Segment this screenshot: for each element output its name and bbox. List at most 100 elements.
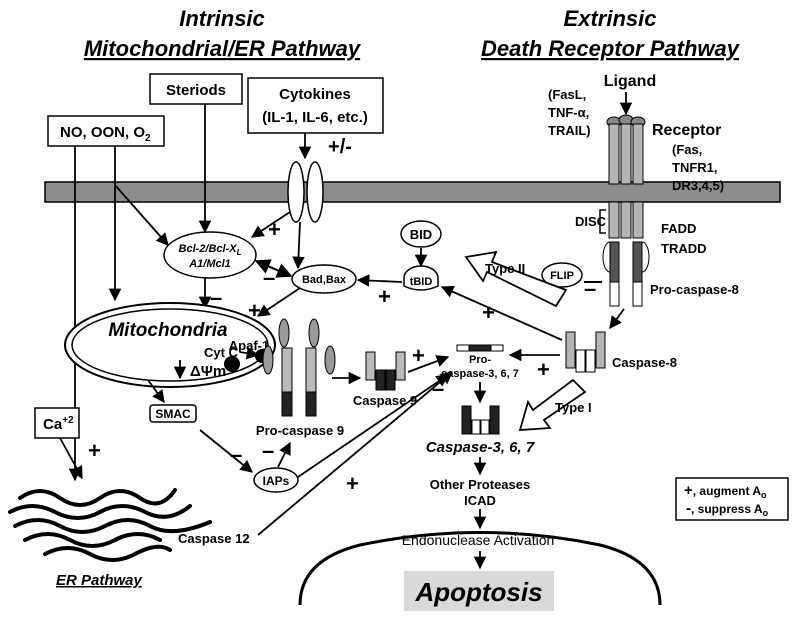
er-squiggle-4 [23, 532, 162, 548]
extrinsic-title-line1: Extrinsic [564, 6, 657, 31]
extrinsic-title-line2: Death Receptor Pathway [481, 36, 741, 61]
er-squiggle-1 [18, 488, 177, 507]
legend-suppress: -, suppress Ao [686, 500, 769, 518]
caspase9-label: Caspase 9 [353, 393, 417, 408]
intrinsic-title-line1: Intrinsic [179, 6, 265, 31]
type1-hollow-arrow [518, 378, 587, 431]
pro-caspase9-bar-4 [305, 391, 317, 417]
receptor-chain-1 [608, 123, 620, 185]
tbid-to-badbax-arrow [356, 274, 403, 287]
calcium-label: Ca+2 [43, 415, 74, 433]
icad-label: ICAD [464, 493, 496, 508]
casp367-bar-1 [461, 405, 472, 435]
flip-label: FLIP [550, 270, 574, 282]
cytokine-to-badbax-line [292, 221, 305, 270]
cytokines-label-line2: (IL-1, IL-6, etc.) [262, 109, 368, 126]
caspase8-bar-2 [575, 349, 586, 373]
receptor-cyto-3 [632, 201, 644, 239]
procasp8-bar-1 [609, 241, 620, 283]
iaps-to-procasp367-arrow [297, 374, 450, 478]
steroids-box [149, 73, 243, 105]
receptor-example-2: TNFR1, [672, 160, 718, 175]
cytokine-receptor-left [287, 161, 305, 223]
procasp8-bar-4 [632, 281, 643, 307]
bcl2-label-line1: Bcl-2/Bcl-XL [179, 243, 242, 257]
casp8-procasp367-plus: + [537, 357, 550, 382]
smac-to-iaps-arrow [199, 429, 253, 473]
no-oon-o2-label: NO, OON, O2 [60, 124, 151, 144]
cytokine-receptor-right [306, 161, 324, 223]
no-to-bcl2-line [114, 184, 169, 246]
procasp8-bar-2 [632, 241, 643, 283]
er-squiggle-2 [8, 504, 192, 520]
caspase8-bar-4 [595, 331, 606, 369]
caspase9-bar-3 [385, 369, 396, 391]
caspase8-label: Caspase-8 [612, 355, 677, 370]
receptor-label: Receptor [652, 122, 721, 139]
tbid-badbax-plus: + [378, 284, 391, 309]
iaps-to-procasp9-arrow [277, 441, 291, 468]
tbid-node [403, 265, 439, 291]
casp8-to-tbid-arrow [440, 285, 563, 341]
apaf1-oval-4 [324, 345, 336, 375]
receptor-cyto-1 [608, 201, 620, 239]
bcl2-mito-minus: – [210, 285, 222, 310]
calcium-to-er-arrow [59, 437, 83, 480]
apoptosis-box [404, 571, 554, 611]
intrinsic-title-line2: Mitochondrial/ER Pathway [84, 36, 362, 61]
procasp8-bar-3 [609, 281, 620, 307]
pro-caspase8-label: Pro-caspase-8 [650, 282, 739, 297]
casp367-bar-4 [489, 405, 500, 435]
casp9-plus: + [412, 343, 425, 368]
cytokine-bcl2-plus: + [268, 217, 281, 242]
caspase367-label: Caspase-3, 6, 7 [426, 439, 535, 456]
caspase9-bar-4 [395, 351, 406, 381]
type2-label: Type II [485, 261, 525, 276]
er-squiggle-5 [43, 544, 172, 562]
no-oon-o2-box [47, 115, 165, 147]
bad-bax-node [291, 264, 357, 294]
bid-label: BID [410, 227, 432, 242]
endonuclease-label: Endonuclease Activation [402, 532, 555, 548]
type2-hollow-arrow [464, 250, 568, 308]
mito-to-smac-arrow [147, 379, 165, 404]
caspase12-label: Caspase 12 [178, 531, 250, 546]
fadd-label: FADD [661, 221, 696, 236]
procasp367-seg-3 [490, 344, 504, 352]
apoptosis-label: Apoptosis [414, 577, 542, 607]
smac-iaps-minus: – [230, 442, 242, 467]
legend-box [675, 477, 789, 521]
receptor-chain-3 [632, 123, 644, 185]
iaps-procasp9-minus: – [262, 438, 274, 463]
ligand-example-1: (FasL, [548, 87, 586, 102]
mitochondria-inner [71, 308, 269, 382]
other-proteases-label: Other Proteases [430, 477, 530, 492]
mitochondria-label: Mitochondria [108, 320, 228, 341]
cytokine-plus-minus: +/- [328, 136, 352, 158]
cytokine-to-bcl2-line [250, 211, 291, 238]
caspase8-bar-3 [585, 349, 596, 373]
casp12-plus: + [346, 471, 359, 496]
er-membranes [8, 488, 212, 562]
calcium-box [34, 407, 80, 439]
badbax-to-mito-line [256, 287, 301, 317]
procasp367-label-line2: caspase-3, 6, 7 [441, 368, 519, 380]
iaps-label: IAPs [263, 474, 290, 488]
ligand-example-3: TRAIL) [548, 123, 591, 138]
procasp367-label-line1: Pro- [469, 354, 491, 366]
bcl2-label-line2: A1/Mcl1 [188, 258, 231, 270]
receptor-example-3: DR3,4,5) [672, 178, 724, 193]
apaf1-oval-1 [278, 318, 290, 348]
cytc-dot-mito [224, 356, 240, 372]
disc-bracket [599, 209, 606, 234]
casp367-bar-3 [480, 419, 490, 435]
flip-node [541, 262, 583, 288]
pro-caspase9-bar-1 [281, 347, 293, 393]
ligand-example-2: TNF-α, [548, 105, 589, 120]
disc-label: DISC [575, 214, 607, 229]
type1-label: Type I [555, 400, 592, 415]
apaf1-oval-3 [262, 345, 274, 375]
bcl2-node [163, 231, 257, 279]
nucleus-arc [298, 531, 662, 606]
